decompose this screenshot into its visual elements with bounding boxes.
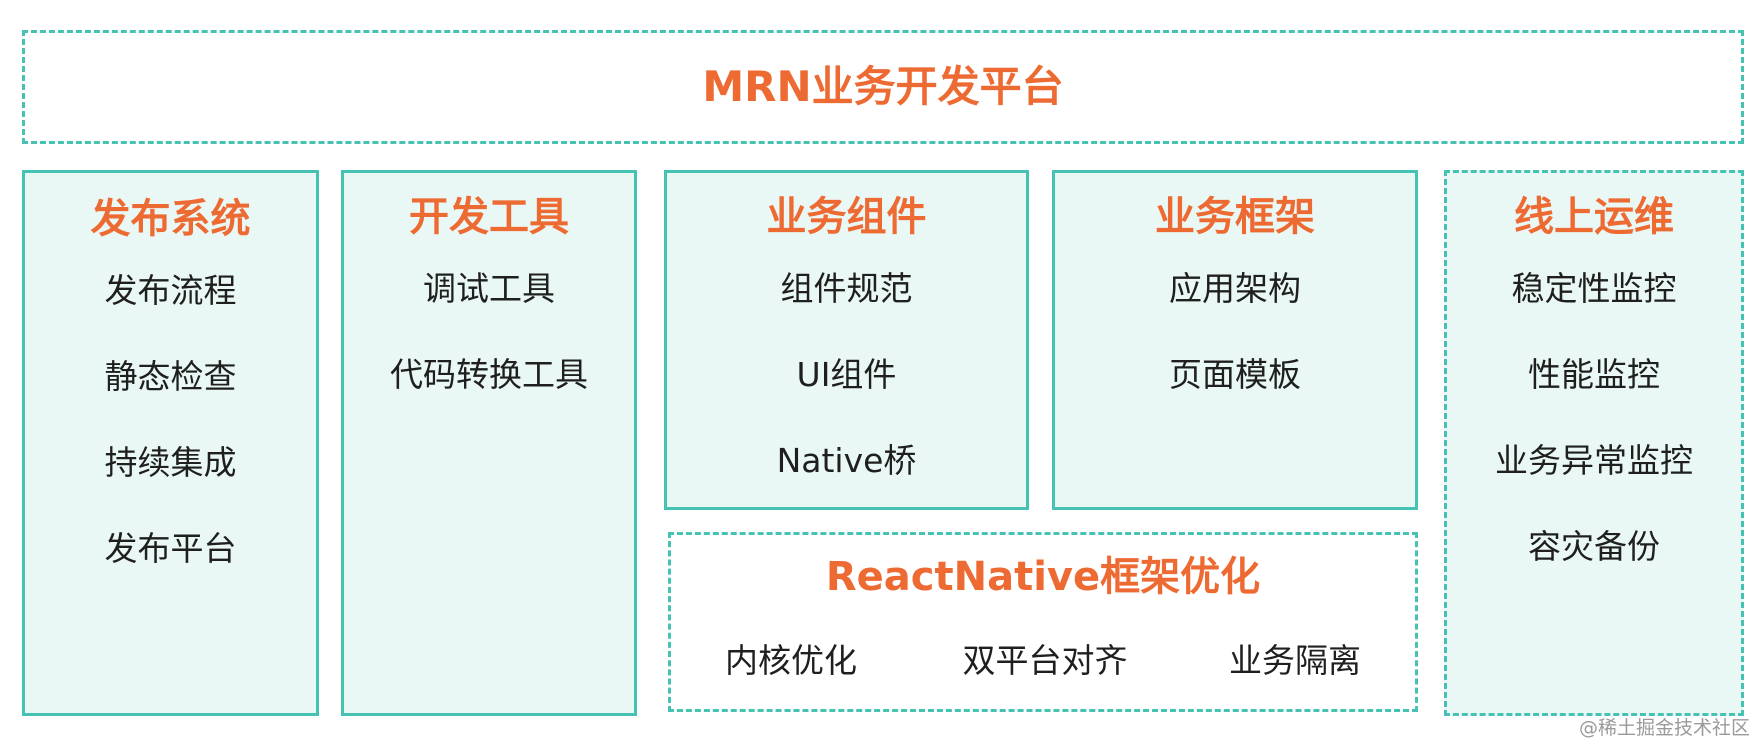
react-native-optimization-title: ReactNative框架优化	[825, 554, 1261, 600]
platform-banner: MRN业务开发平台	[22, 30, 1744, 144]
dev-tools-item: 代码转换工具	[390, 355, 588, 394]
business-components-item: UI组件	[796, 355, 897, 394]
business-components-item: Native桥	[776, 441, 917, 480]
react-native-item: 业务隔离	[1229, 641, 1361, 680]
dev-tools-box: 开发工具 调试工具 代码转换工具	[341, 170, 637, 716]
react-native-item: 双平台对齐	[962, 641, 1128, 680]
release-system-box: 发布系统 发布流程 静态检查 持续集成 发布平台	[22, 170, 319, 716]
business-framework-box: 业务框架 应用架构 页面模板	[1052, 170, 1418, 510]
dev-tools-item: 调试工具	[423, 269, 555, 308]
online-ops-item: 稳定性监控	[1511, 269, 1677, 308]
release-system-title: 发布系统	[90, 196, 251, 242]
react-native-optimization-box: ReactNative框架优化 内核优化 双平台对齐 业务隔离	[668, 532, 1418, 712]
react-native-item: 内核优化	[725, 641, 857, 680]
online-ops-item: 性能监控	[1528, 355, 1660, 394]
online-ops-item: 业务异常监控	[1495, 441, 1693, 480]
online-ops-title: 线上运维	[1514, 194, 1674, 240]
dev-tools-title: 开发工具	[409, 194, 569, 240]
business-components-title: 业务组件	[766, 194, 927, 240]
release-item: 发布平台	[104, 529, 237, 568]
watermark: @稀土掘金技术社区	[1578, 717, 1750, 739]
business-components-box: 业务组件 组件规范 UI组件 Native桥	[664, 170, 1029, 510]
platform-title: MRN业务开发平台	[702, 62, 1064, 111]
online-ops-item: 容灾备份	[1528, 527, 1660, 566]
online-ops-box: 线上运维 稳定性监控 性能监控 业务异常监控 容灾备份	[1444, 170, 1744, 716]
business-framework-item: 应用架构	[1169, 269, 1301, 308]
release-item: 发布流程	[104, 271, 237, 310]
business-framework-title: 业务框架	[1155, 194, 1315, 240]
business-components-item: 组件规范	[780, 269, 913, 308]
business-framework-item: 页面模板	[1169, 355, 1301, 394]
release-item: 静态检查	[104, 357, 237, 396]
release-item: 持续集成	[104, 443, 237, 482]
